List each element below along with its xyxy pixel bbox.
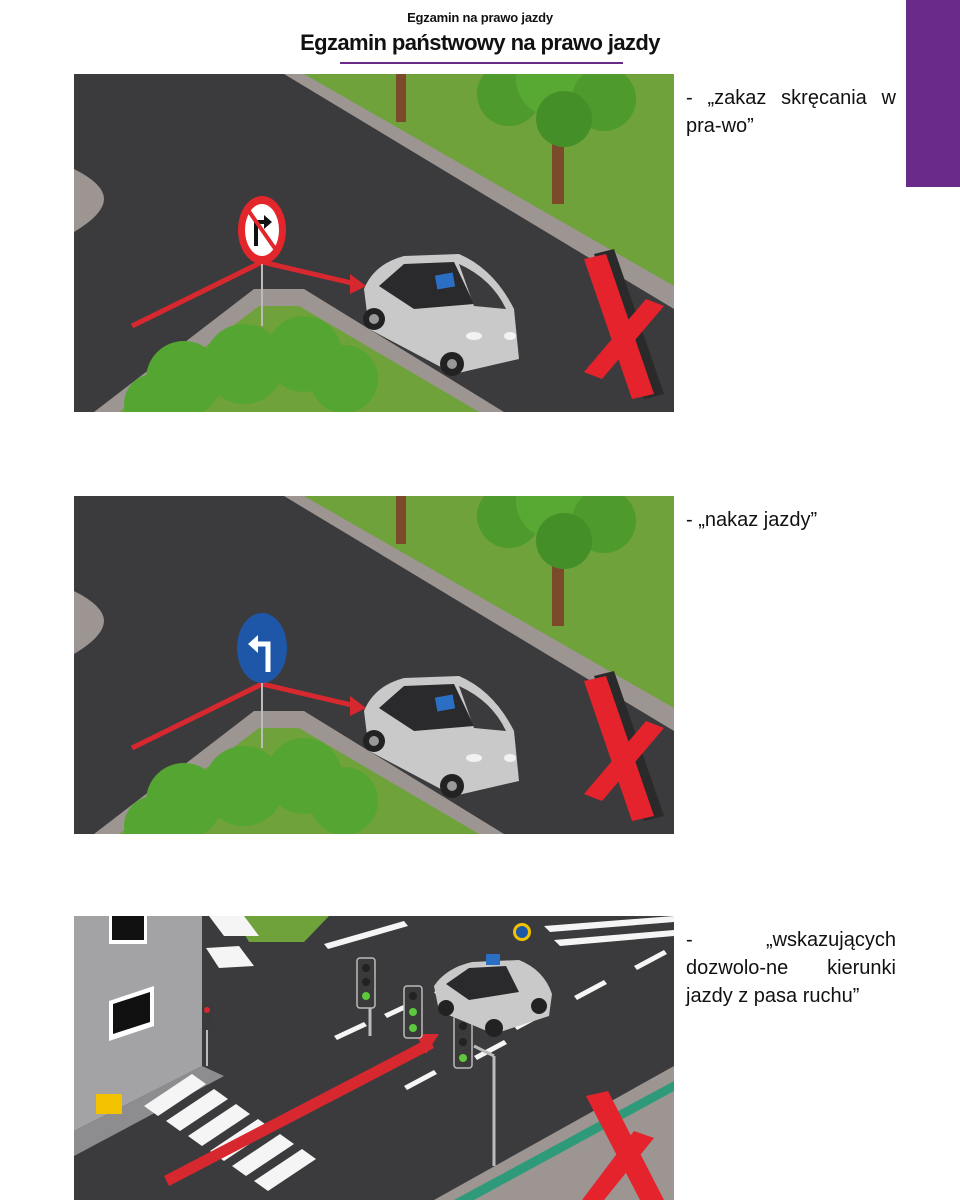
caption-3: - „wskazujących dozwolo-ne kierunki jazd… — [686, 929, 896, 1007]
red-x-icon — [582, 1091, 664, 1200]
direction-sign-icon — [513, 923, 531, 941]
caption-2: - „nakaz jazdy” — [686, 509, 818, 531]
page-subtitle: Egzamin na prawo jazdy — [407, 10, 553, 25]
no-right-turn-sign-icon — [238, 196, 286, 264]
turn-left-mandatory-sign-icon — [237, 613, 287, 683]
page-title: Egzamin państwowy na prawo jazdy — [300, 30, 660, 55]
car-icon — [363, 676, 519, 798]
bushes-icon — [124, 738, 378, 834]
caption-1: - „zakaz skręcania w pra-wo” — [686, 87, 896, 137]
title-underline — [340, 62, 623, 64]
zebra-crossing — [144, 916, 674, 1191]
red-x-icon — [584, 249, 664, 399]
purple-side-tab — [906, 0, 960, 187]
traffic-lights-icon — [202, 957, 496, 1166]
red-x-icon — [584, 671, 664, 821]
bushes-icon — [124, 316, 378, 412]
tree-icon — [396, 74, 636, 204]
scene-no-right-turn — [74, 74, 674, 412]
car-icon — [363, 254, 519, 376]
scene-traffic-lights — [74, 916, 674, 1200]
car-icon — [434, 954, 552, 1037]
tree-icon — [396, 496, 636, 626]
scene-mandatory-direction — [74, 496, 674, 834]
